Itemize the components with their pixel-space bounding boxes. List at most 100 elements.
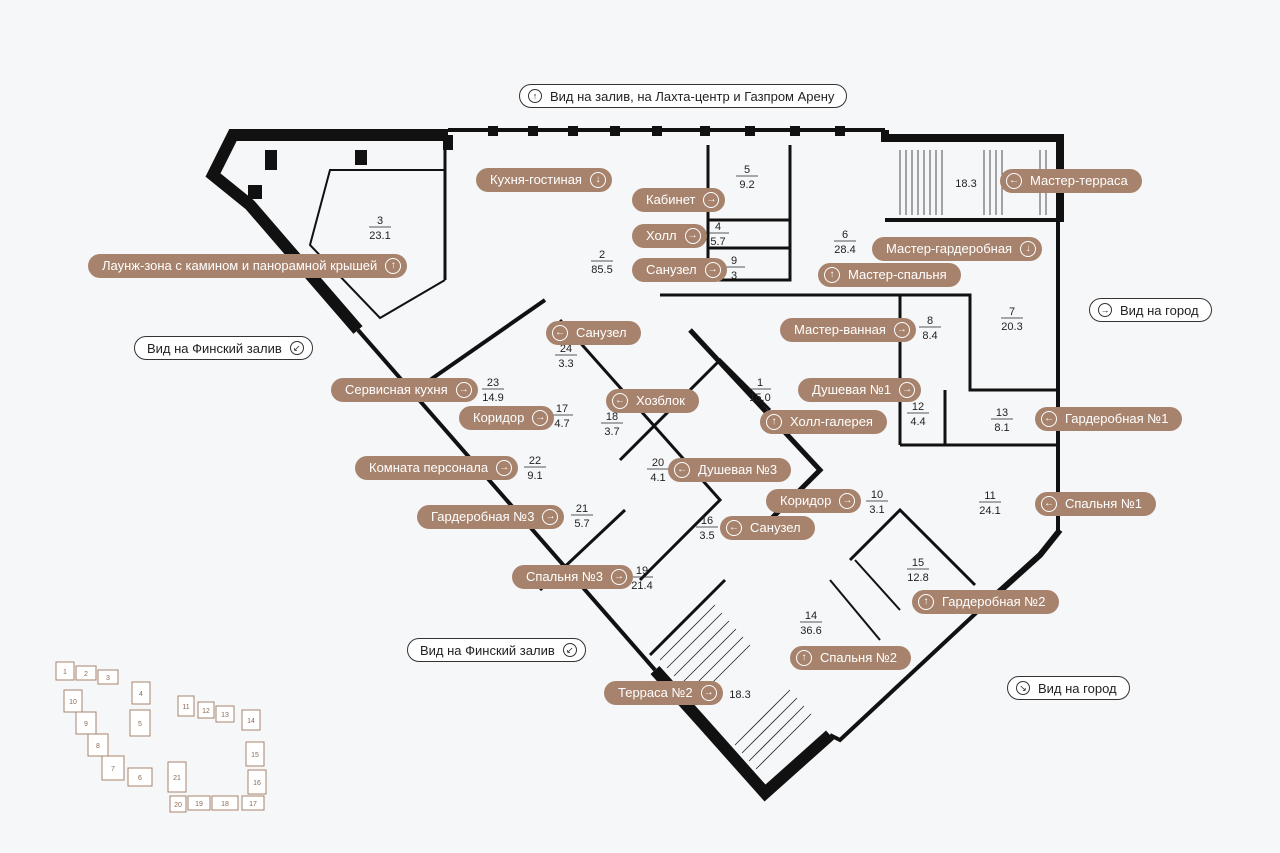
- label-storage[interactable]: ←Хозблок: [606, 389, 699, 413]
- label-bathroom-top[interactable]: Санузел→: [632, 258, 727, 282]
- minimap-cell-10[interactable]: [63, 689, 83, 713]
- view-finnish-bay-2[interactable]: Вид на Финский залив ↙: [407, 638, 586, 662]
- minimap-cell-label: 9: [84, 721, 88, 728]
- label-shower1[interactable]: Душевая №1→: [798, 378, 922, 402]
- label-bathroom-top-text: Санузел: [646, 262, 697, 277]
- room-area: 5.7: [574, 518, 589, 530]
- arrow-right-icon: →: [1098, 303, 1112, 317]
- minimap-cell-label: 5: [138, 721, 142, 728]
- view-top[interactable]: ↑ Вид на залив, на Лахта-центр и Газпром…: [519, 84, 848, 108]
- label-wardrobe2-text: Гардеробная №2: [942, 594, 1046, 609]
- label-gallery-hall[interactable]: ↑Холл-галерея: [760, 410, 887, 434]
- minimap-cell-7[interactable]: [101, 755, 125, 781]
- view-city-2[interactable]: ↘ Вид на город: [1007, 676, 1130, 700]
- room-number: 1: [757, 377, 763, 389]
- room-area: 15.0: [749, 392, 770, 404]
- view-city-1-label: Вид на город: [1120, 302, 1199, 318]
- minimap-cell-2[interactable]: [75, 665, 97, 681]
- label-corridor-left[interactable]: Коридор→: [459, 406, 555, 430]
- minimap-cell-9[interactable]: [75, 711, 97, 735]
- label-shower3[interactable]: ←Душевая №3: [668, 458, 792, 482]
- minimap-cell-8[interactable]: [87, 733, 109, 757]
- minimap-cell-1[interactable]: [55, 661, 75, 681]
- view-city-1[interactable]: → Вид на город: [1089, 298, 1212, 322]
- label-master-bedroom-text: Мастер-спальня: [848, 267, 947, 282]
- label-staff-room[interactable]: Комната персонала→: [355, 456, 519, 480]
- label-wardrobe1-text: Гардеробная №1: [1065, 411, 1169, 426]
- minimap-cell-label: 16: [253, 780, 261, 787]
- room-number: 2: [599, 249, 605, 261]
- label-master-terrace[interactable]: ←Мастер-терраса: [1000, 169, 1142, 193]
- label-master-wardrobe[interactable]: Мастер-гардеробная↓: [872, 237, 1043, 261]
- label-bathroom-low-text: Санузел: [750, 520, 801, 535]
- minimap-cell-21[interactable]: [167, 761, 187, 793]
- room-number: 12: [912, 401, 924, 413]
- label-wardrobe3-text: Гардеробная №3: [431, 509, 535, 524]
- room-numbers: 115.0285.5323.145.759.2628.4720.388.4931…: [369, 164, 1023, 637]
- label-wardrobe1[interactable]: ← Гардеробная №1: [1035, 407, 1183, 431]
- room-number: 5: [744, 164, 750, 176]
- minimap-cell-5[interactable]: [129, 709, 151, 737]
- minimap-cell-label: 8: [96, 743, 100, 750]
- room-18: 183.7: [601, 411, 623, 438]
- label-terrace2-text: Терраса №2: [618, 685, 693, 700]
- minimap-cell-6[interactable]: [127, 767, 153, 787]
- minimap-cell-18[interactable]: [211, 795, 239, 811]
- minimap-cell-14[interactable]: [241, 709, 261, 731]
- arrow-left-icon: ←: [1041, 496, 1057, 512]
- minimap-cell-label: 19: [195, 801, 203, 808]
- label-bathroom-low[interactable]: ←Санузел: [720, 516, 815, 540]
- arrow-right-icon: →: [703, 192, 720, 208]
- label-service-kitchen[interactable]: Сервисная кухня→: [331, 378, 478, 402]
- label-hall[interactable]: Холл→: [632, 224, 707, 248]
- room-5: 59.2: [736, 164, 758, 191]
- room-22: 229.1: [524, 455, 546, 482]
- label-staff-room-text: Комната персонала: [369, 460, 489, 475]
- minimap-cell-20[interactable]: [169, 795, 187, 813]
- label-bedroom1[interactable]: ←Спальня №1: [1035, 492, 1157, 516]
- label-terrace2[interactable]: Терраса №2→: [604, 681, 723, 705]
- arrow-up-icon: ↑: [796, 650, 812, 666]
- minimap-cell-4[interactable]: [131, 681, 151, 705]
- label-master-wardrobe-text: Мастер-гардеробная: [886, 241, 1013, 256]
- view-finnish-bay-1[interactable]: Вид на Финский залив ↙: [134, 336, 313, 360]
- view-city-2-label: Вид на город: [1038, 680, 1117, 696]
- label-master-bedroom[interactable]: ↑Мастер-спальня: [818, 263, 961, 287]
- label-wardrobe2[interactable]: ↑Гардеробная №2: [912, 590, 1060, 614]
- label-master-bath[interactable]: Мастер-ванная→: [780, 318, 916, 342]
- minimap-cell-12[interactable]: [197, 701, 215, 719]
- minimap-cell-label: 4: [139, 691, 143, 698]
- room-number: 18: [606, 411, 618, 423]
- room-area: 3.7: [604, 426, 619, 438]
- label-bathroom-mid[interactable]: ←Санузел: [546, 321, 641, 345]
- minimap-cell-16[interactable]: [247, 769, 267, 795]
- label-wardrobe3[interactable]: Гардеробная №3→: [417, 505, 565, 529]
- room-20: 204.1: [647, 457, 669, 484]
- label-corridor-right[interactable]: Коридор→: [766, 489, 862, 513]
- minimap-cell-19[interactable]: [187, 795, 211, 811]
- minimap-cell-15[interactable]: [245, 741, 265, 767]
- label-lounge[interactable]: Лаунж-зона с камином и панорамной крышей…: [88, 254, 408, 278]
- room-number: 17: [556, 403, 568, 415]
- room-number: 3: [377, 215, 383, 227]
- room-area: 24.1: [979, 505, 1000, 517]
- minimap-cell-label: 1: [63, 669, 67, 676]
- room-area: 9.2: [739, 179, 754, 191]
- minimap-cell-label: 21: [173, 775, 181, 782]
- room-area: 28.4: [834, 244, 855, 256]
- label-bedroom3[interactable]: Спальня №3→: [512, 565, 634, 589]
- minimap-cell-label: 10: [69, 699, 77, 706]
- arrow-left-icon: ←: [1041, 411, 1057, 427]
- minimap-cell-13[interactable]: [215, 705, 235, 723]
- label-office[interactable]: Кабинет→: [632, 188, 726, 212]
- room-7: 720.3: [1001, 306, 1023, 333]
- room-area: 5.7: [710, 236, 725, 248]
- terrace2-hatch: [659, 604, 812, 770]
- label-bedroom2[interactable]: ↑Спальня №2: [790, 646, 912, 670]
- label-kitchen-living[interactable]: Кухня-гостиная↓: [476, 168, 612, 192]
- minimap-cell-11[interactable]: [177, 695, 195, 717]
- minimap-cell-17[interactable]: [241, 795, 265, 811]
- minimap-cell-3[interactable]: [97, 669, 119, 685]
- label-lounge-text: Лаунж-зона с камином и панорамной крышей: [102, 258, 378, 273]
